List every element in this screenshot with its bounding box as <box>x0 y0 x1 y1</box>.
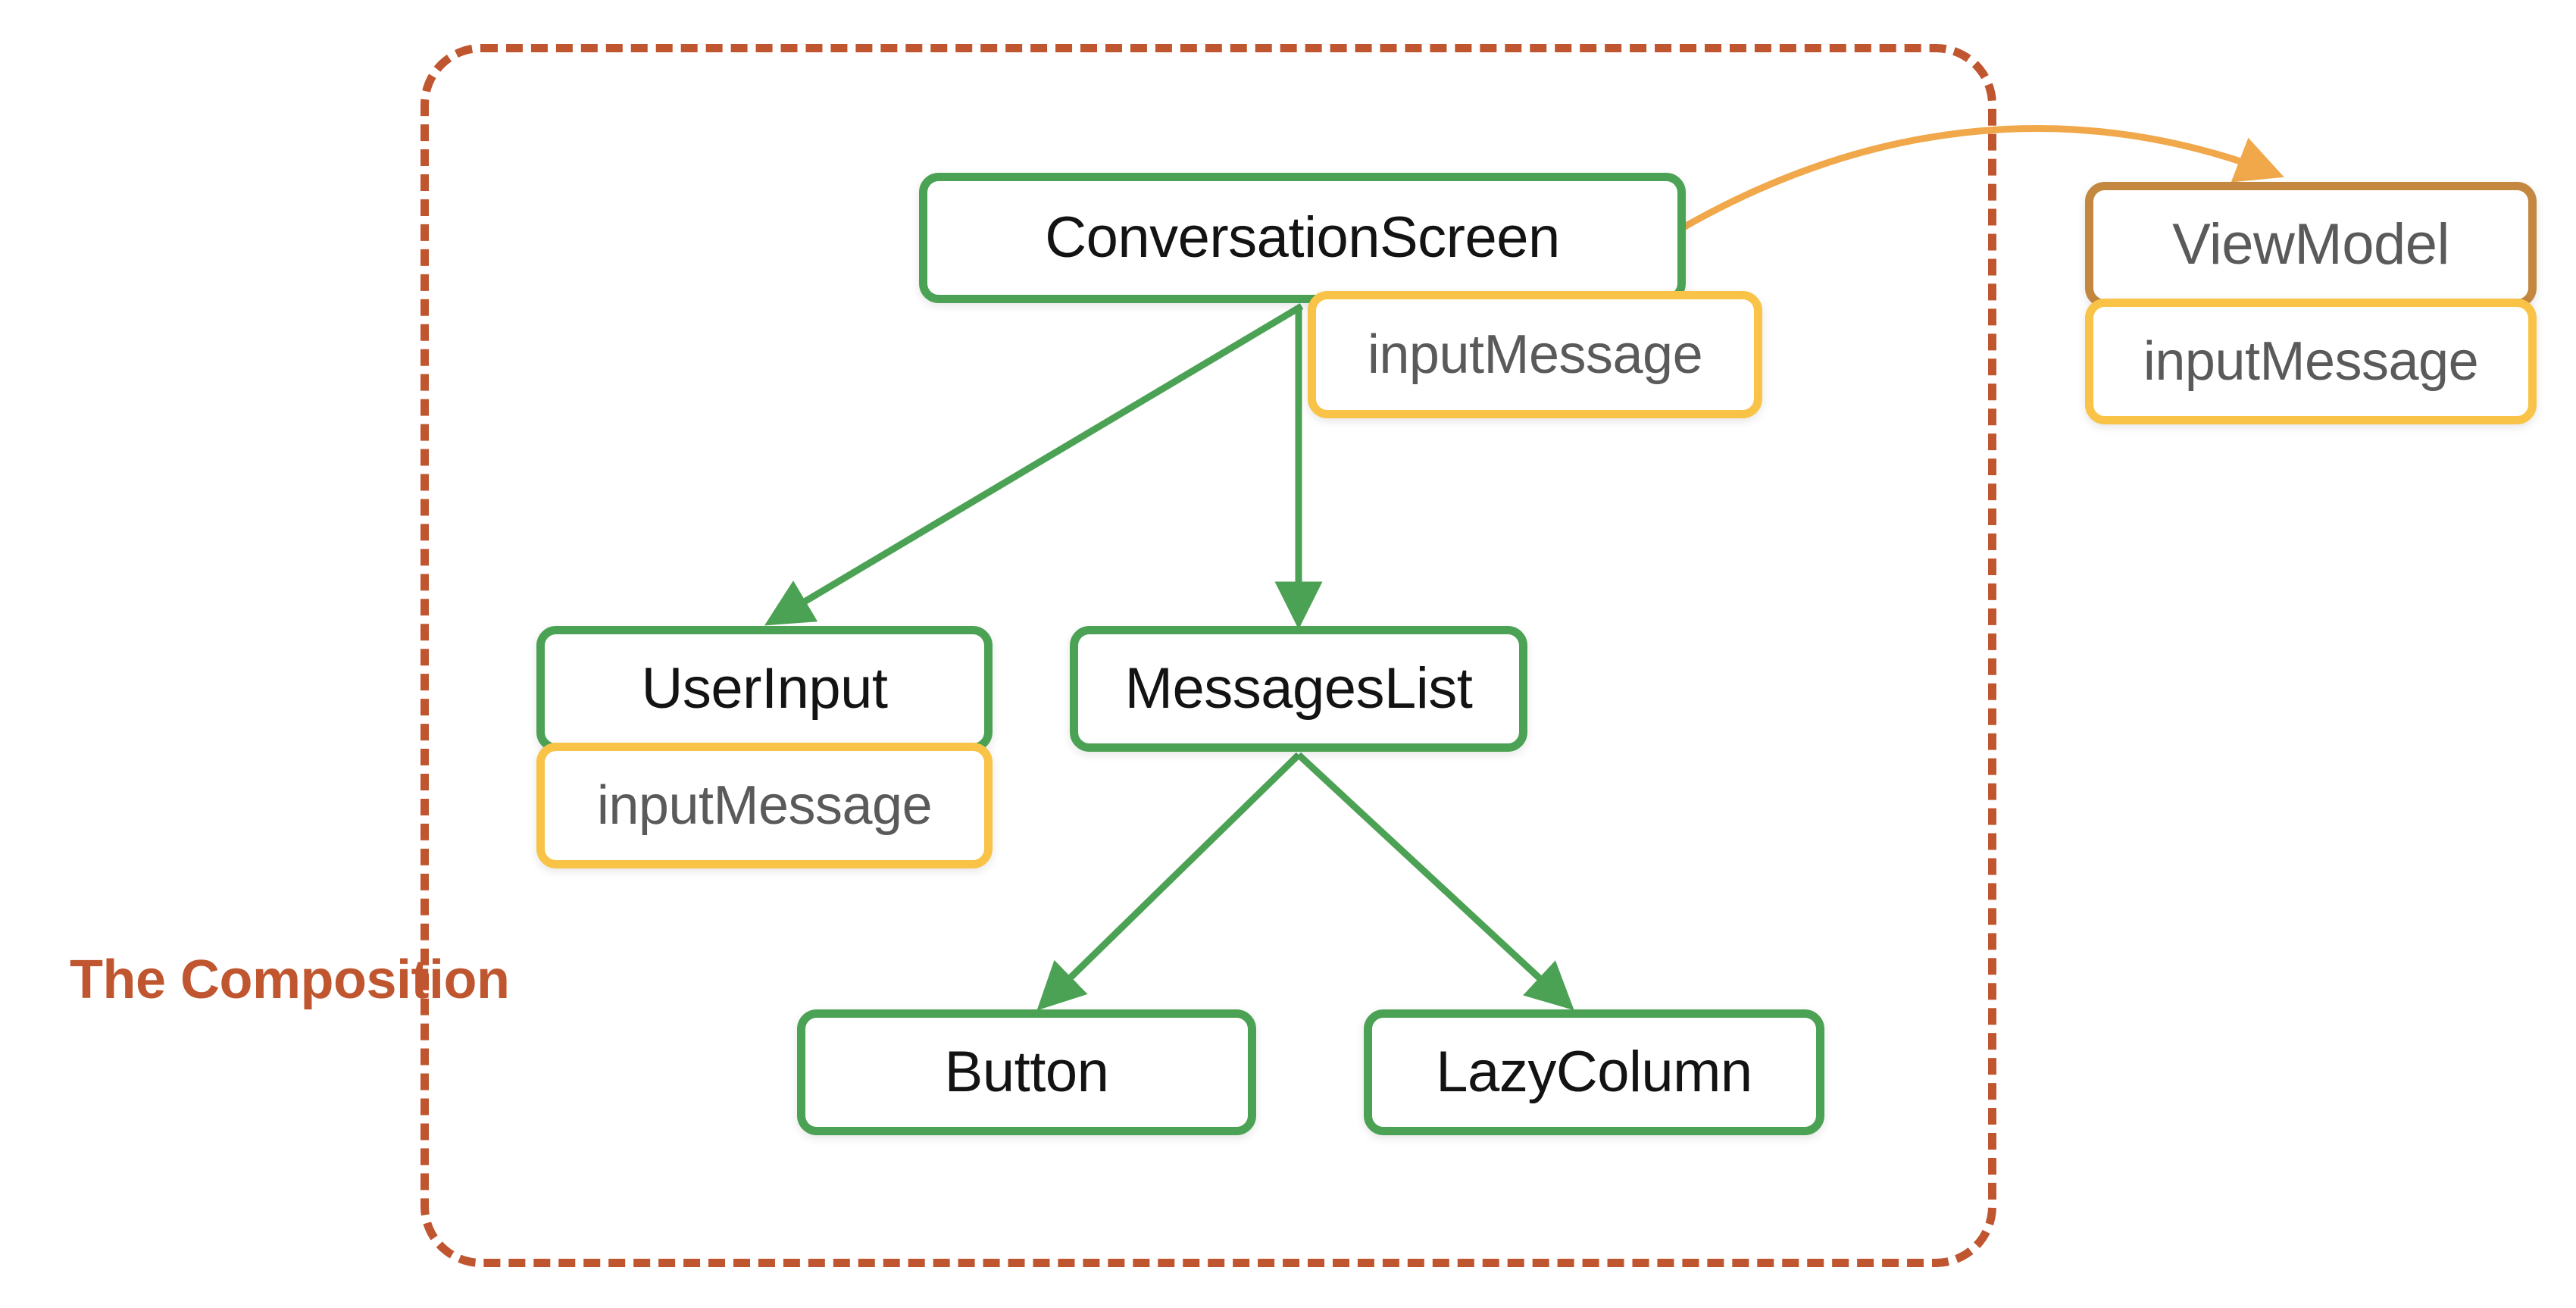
composition-boundary-label: The Composition <box>70 950 510 1010</box>
node-button-label: Button <box>944 1040 1109 1104</box>
node-button[interactable]: Button <box>797 1009 1256 1135</box>
node-conversation-screen-state-inputmessage[interactable]: inputMessage <box>1308 291 1762 418</box>
node-messages-list-label: MessagesList <box>1124 656 1473 721</box>
node-user-input-state-inputmessage[interactable]: inputMessage <box>536 743 993 868</box>
node-user-input[interactable]: UserInput <box>536 626 993 752</box>
node-view-model-state-inputmessage[interactable]: inputMessage <box>2085 299 2537 424</box>
node-user-input-state-label: inputMessage <box>596 775 933 836</box>
composition-boundary <box>420 44 1996 1267</box>
node-conversation-screen[interactable]: ConversationScreen <box>919 173 1686 303</box>
node-conversation-screen-label: ConversationScreen <box>1045 205 1560 270</box>
node-lazy-column[interactable]: LazyColumn <box>1364 1009 1824 1135</box>
node-view-model-state-label: inputMessage <box>2143 331 2479 392</box>
node-lazy-column-label: LazyColumn <box>1436 1040 1752 1104</box>
node-view-model[interactable]: ViewModel <box>2085 182 2537 308</box>
node-view-model-label: ViewModel <box>2172 212 2449 277</box>
node-messages-list[interactable]: MessagesList <box>1070 626 1527 752</box>
node-conversation-screen-state-label: inputMessage <box>1367 324 1703 385</box>
node-user-input-label: UserInput <box>641 656 889 721</box>
